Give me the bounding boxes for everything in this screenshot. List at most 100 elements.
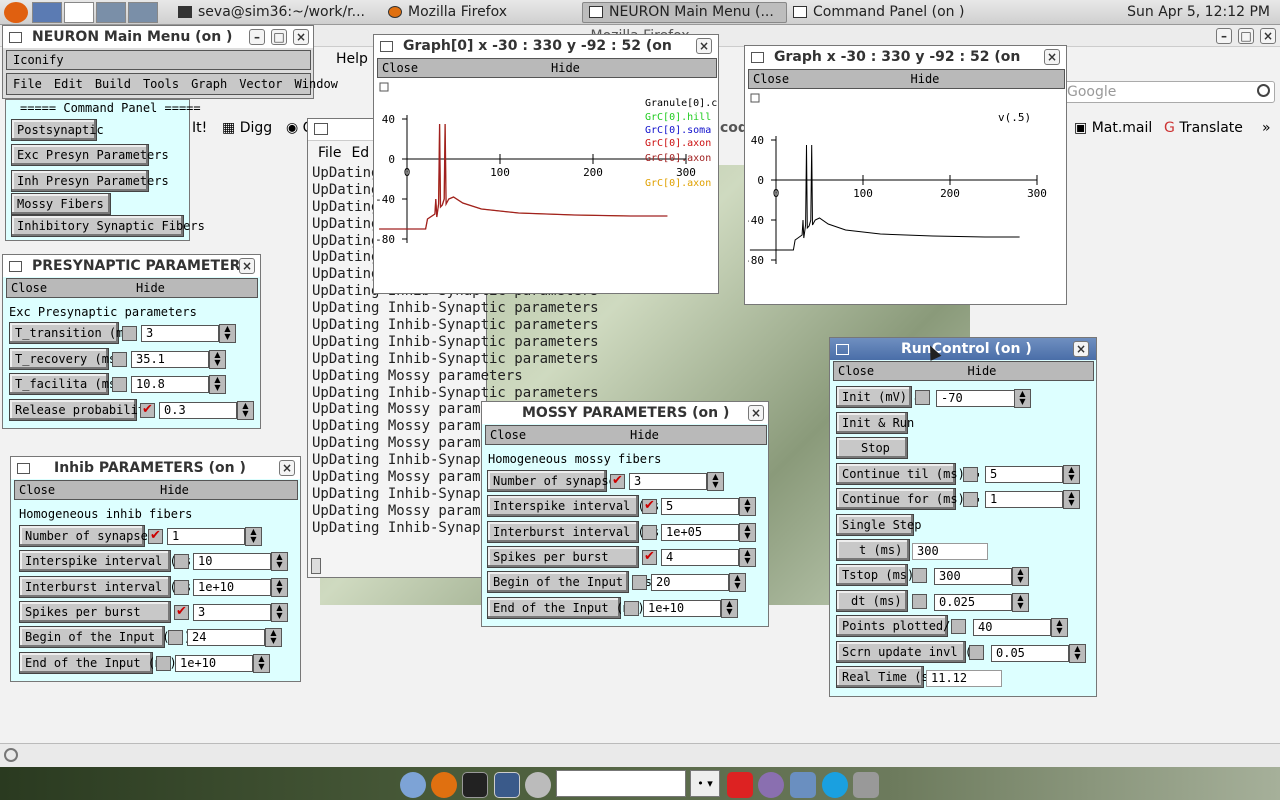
- close-menu[interactable]: Close: [19, 483, 56, 497]
- close-button[interactable]: ×: [1044, 49, 1060, 65]
- scrn-update-field[interactable]: 0.05: [991, 645, 1069, 662]
- begin-of-the-input-ms-stepper[interactable]: ▲▼: [265, 628, 282, 648]
- workspace-2[interactable]: [64, 1, 94, 23]
- number-of-synapses-checkbox[interactable]: ✔: [610, 474, 625, 489]
- begin-of-the-input-ms-button[interactable]: Begin of the Input (ms): [19, 626, 191, 649]
- number-of-synapses-field[interactable]: 1: [167, 528, 245, 545]
- end-of-the-input-ms-checkbox[interactable]: [624, 600, 639, 616]
- inhibitory-fibers-button[interactable]: Inhibitory Synaptic Fibers: [11, 215, 205, 237]
- postsynaptic-button[interactable]: Postsynaptic: [11, 119, 104, 141]
- number-of-synapses-stepper[interactable]: ▲▼: [707, 472, 724, 491]
- maximize-button[interactable]: □: [1238, 28, 1254, 44]
- release-probability-checkbox[interactable]: ✔: [140, 402, 155, 418]
- volume-icon[interactable]: [853, 772, 879, 798]
- interspike-interval-ms-stepper[interactable]: ▲▼: [739, 497, 756, 517]
- interburst-interval-ms-field[interactable]: 1e+10: [193, 578, 271, 596]
- t-transition-ms-button[interactable]: T_transition (ms): [9, 322, 138, 344]
- graph-box-checkbox[interactable]: [750, 93, 760, 103]
- dt-field[interactable]: 0.025: [934, 594, 1012, 611]
- minimize-button[interactable]: –: [249, 29, 265, 45]
- lock-icon[interactable]: [790, 772, 816, 798]
- close-menu[interactable]: Close: [838, 364, 875, 378]
- init-stepper[interactable]: ▲▼: [1014, 389, 1031, 408]
- inh-presyn-button[interactable]: Inh Presyn Parameters: [11, 170, 169, 192]
- interspike-interval-ms-stepper[interactable]: ▲▼: [271, 552, 288, 572]
- close-button[interactable]: ×: [1260, 28, 1276, 44]
- interspike-interval-ms-field[interactable]: 5: [661, 498, 739, 516]
- number-of-synapses-checkbox[interactable]: ✔: [148, 529, 163, 544]
- begin-of-the-input-ms-checkbox[interactable]: [168, 630, 183, 646]
- continue-for-checkbox[interactable]: [963, 492, 978, 507]
- continue-til-checkbox[interactable]: [963, 467, 978, 482]
- power-icon[interactable]: [727, 772, 753, 798]
- interspike-interval-ms-checkbox[interactable]: [174, 554, 189, 570]
- spikes-per-burst-button[interactable]: Spikes per burst: [19, 600, 171, 623]
- continue-for-button[interactable]: Continue for (ms) ↵: [836, 488, 979, 510]
- t-recovery-ms-button[interactable]: T_recovery (ms): [9, 347, 123, 370]
- spikes-per-burst-stepper[interactable]: ▲▼: [271, 602, 288, 622]
- close-menu[interactable]: Close: [753, 72, 790, 86]
- workspace-4[interactable]: [128, 1, 158, 23]
- continue-til-stepper[interactable]: ▲▼: [1063, 465, 1080, 484]
- close-button[interactable]: ×: [239, 258, 255, 274]
- applications-menu-icon[interactable]: [4, 1, 28, 23]
- init-run-button[interactable]: Init & Run: [836, 412, 914, 434]
- begin-of-the-input-ms-stepper[interactable]: ▲▼: [729, 573, 746, 593]
- spikes-per-burst-checkbox[interactable]: ✔: [642, 549, 657, 565]
- points-plotted-stepper[interactable]: ▲▼: [1051, 618, 1068, 637]
- hide-menu[interactable]: Hide: [967, 364, 997, 378]
- scrn-update-stepper[interactable]: ▲▼: [1069, 644, 1086, 663]
- dock-search-input[interactable]: [556, 770, 686, 797]
- tstop-checkbox[interactable]: [912, 568, 927, 583]
- scrn-update-button[interactable]: Scrn update invl (s): [836, 641, 987, 663]
- monitor-icon[interactable]: [494, 772, 520, 798]
- spikes-per-burst-checkbox[interactable]: ✔: [174, 604, 189, 620]
- close-button[interactable]: ×: [293, 29, 309, 45]
- t-recovery-ms-checkbox[interactable]: [112, 351, 127, 367]
- continue-for-stepper[interactable]: ▲▼: [1063, 490, 1080, 509]
- quicktime-icon[interactable]: [400, 772, 426, 798]
- t-transition-ms-stepper[interactable]: ▲▼: [219, 324, 236, 343]
- interspike-interval-ms-button[interactable]: Interspike interval (ms): [487, 495, 666, 518]
- close-menu[interactable]: Close: [490, 428, 527, 442]
- graph-box-checkbox[interactable]: [379, 82, 389, 92]
- begin-of-the-input-ms-button[interactable]: Begin of the Input (ms): [487, 571, 659, 594]
- tstop-button[interactable]: Tstop (ms): [836, 564, 914, 586]
- menu-vector[interactable]: Vector: [239, 77, 283, 91]
- dt-checkbox[interactable]: [912, 594, 927, 609]
- pidgin-icon[interactable]: [758, 772, 784, 798]
- interburst-interval-ms-stepper[interactable]: ▲▼: [739, 522, 756, 542]
- close-button[interactable]: ×: [696, 38, 712, 54]
- interburst-interval-ms-button[interactable]: Interburst interval (ms): [487, 520, 666, 543]
- dt-button[interactable]: dt (ms): [836, 590, 908, 612]
- close-button[interactable]: ×: [748, 405, 764, 421]
- release-probability-stepper[interactable]: ▲▼: [237, 400, 254, 420]
- t-facilita-ms-field[interactable]: 10.8: [131, 376, 209, 393]
- spikes-per-burst-button[interactable]: Spikes per burst: [487, 545, 639, 568]
- init-button[interactable]: Init (mV) ↵: [836, 386, 921, 408]
- continue-til-button[interactable]: Continue til (ms) ↵: [836, 463, 979, 485]
- menu-help[interactable]: Help: [336, 51, 368, 67]
- workspace-1[interactable]: [32, 1, 62, 23]
- continue-for-field[interactable]: 1: [985, 491, 1063, 508]
- bookmark-translate[interactable]: G Translate: [1164, 120, 1243, 136]
- dock-dropdown[interactable]: • ▾: [690, 770, 720, 797]
- iconify-button[interactable]: Iconify: [6, 50, 311, 70]
- menu-edit[interactable]: Edit: [53, 77, 83, 91]
- interburst-interval-ms-field[interactable]: 1e+05: [661, 523, 739, 541]
- bookmark-matmail[interactable]: ▣ Mat.mail: [1074, 120, 1153, 136]
- clock-icon[interactable]: [525, 772, 551, 798]
- terminal-icon[interactable]: [462, 772, 488, 798]
- real-time-button[interactable]: Real Time (s): [836, 666, 936, 688]
- begin-of-the-input-ms-field[interactable]: 24: [187, 629, 265, 647]
- spikes-per-burst-stepper[interactable]: ▲▼: [739, 547, 756, 567]
- spikes-per-burst-field[interactable]: 4: [661, 548, 739, 566]
- end-of-the-input-ms-field[interactable]: 1e+10: [643, 599, 721, 617]
- tstop-field[interactable]: 300: [934, 568, 1012, 585]
- interspike-interval-ms-button[interactable]: Interspike interval (ms): [19, 550, 198, 573]
- hide-menu[interactable]: Hide: [630, 428, 659, 442]
- close-menu[interactable]: Close: [382, 61, 419, 75]
- number-of-synapses-field[interactable]: 3: [629, 473, 707, 490]
